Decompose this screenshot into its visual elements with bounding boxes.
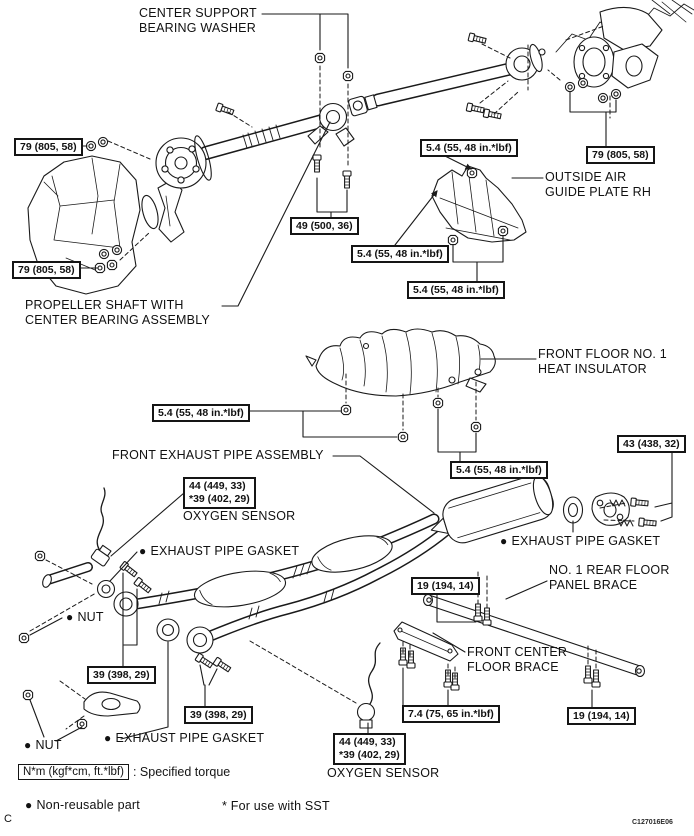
- label-front-exhaust-pipe: FRONT EXHAUST PIPE ASSEMBLY: [112, 448, 324, 462]
- label-nut-2: ●NUT: [24, 738, 62, 752]
- label-propeller-shaft: PROPELLER SHAFT WITH CENTER BEARING ASSE…: [25, 298, 210, 327]
- front-exhaust-pipe-assembly-drawing: [42, 475, 634, 717]
- torque-box-79-top-right: 79 (805, 58): [586, 146, 655, 164]
- label-oxygen-sensor-2: OXYGEN SENSOR: [327, 766, 440, 780]
- label-exhaust-pipe-gasket-right: ●EXHAUST PIPE GASKET: [500, 534, 661, 548]
- gasket-ring: [562, 496, 584, 524]
- non-reusable-bullet-icon: ●: [500, 534, 508, 548]
- non-reusable-bullet-icon: ●: [66, 610, 74, 624]
- torque-box-49: 49 (500, 36): [290, 217, 359, 235]
- oxygen-sensor-drawing: [90, 487, 381, 729]
- rear-differential-drawing: [555, 0, 694, 89]
- air-guide-plate-drawing: [431, 165, 527, 243]
- torque-box-43: 43 (438, 32): [617, 435, 686, 453]
- label-center-support-bearing-washer: CENTER SUPPORT BEARING WASHER: [139, 6, 257, 35]
- non-reusable-bullet-icon: ●: [139, 544, 147, 558]
- torque-box-54-plate-top: 5.4 (55, 48 in.*lbf): [420, 139, 518, 157]
- legend-non-reusable: ●Non-reusable part: [25, 798, 140, 812]
- torque-box-79-top-left: 79 (805, 58): [14, 138, 83, 156]
- label-oxygen-sensor-1: OXYGEN SENSOR: [183, 509, 296, 523]
- catalytic-converter: [193, 570, 287, 608]
- label-rear-floor-panel-brace: NO. 1 REAR FLOOR PANEL BRACE: [549, 563, 670, 592]
- torque-box-19-lower: 19 (194, 14): [567, 707, 636, 725]
- heat-insulator-drawing: [305, 328, 496, 397]
- spring: [609, 499, 626, 507]
- transmission-drawing: [27, 155, 185, 295]
- torque-box-54-insulator-right: 5.4 (55, 48 in.*lbf): [450, 461, 548, 479]
- label-heat-insulator: FRONT FLOOR NO. 1 HEAT INSULATOR: [538, 347, 667, 376]
- spring: [617, 519, 634, 527]
- dashed-assembly-lines: [29, 25, 635, 730]
- muffler: [430, 475, 554, 544]
- label-outside-air-guide-plate: OUTSIDE AIR GUIDE PLATE RH: [545, 170, 652, 199]
- torque-box-oxygen-sensor-1: 44 (449, 33) *39 (402, 29): [183, 477, 256, 509]
- torque-box-54-insulator-left: 5.4 (55, 48 in.*lbf): [152, 404, 250, 422]
- torque-box-oxygen-sensor-2: 44 (449, 33) *39 (402, 29): [333, 733, 406, 765]
- legend-torque: N*m (kgf*cm, ft.*lbf) : Specified torque: [18, 764, 230, 780]
- page-corner-letter: C: [4, 813, 12, 825]
- catalytic-converter: [311, 535, 393, 573]
- legend-sst-note: * For use with SST: [222, 799, 330, 813]
- label-front-center-floor-brace: FRONT CENTER FLOOR BRACE: [467, 645, 568, 674]
- torque-box-54-plate-bottom: 5.4 (55, 48 in.*lbf): [407, 281, 505, 299]
- label-nut-1: ●NUT: [66, 610, 104, 624]
- floor-braces-drawing: [393, 593, 646, 678]
- gasket-ring: [156, 618, 180, 642]
- torque-box-79-mid-left: 79 (805, 58): [12, 261, 81, 279]
- hanger-bracket: [83, 691, 141, 717]
- non-reusable-bullet-icon: ●: [25, 798, 33, 812]
- torque-box-39-left: 39 (398, 29): [87, 666, 156, 684]
- leader-lines: [29, 13, 673, 742]
- label-exhaust-pipe-gasket-left: ●EXHAUST PIPE GASKET: [139, 544, 300, 558]
- non-reusable-bullet-icon: ●: [24, 738, 32, 752]
- torque-unit-desc: : Specified torque: [132, 765, 231, 779]
- universal-joint: [348, 94, 378, 117]
- figure-code: C127016E06: [632, 819, 673, 826]
- propeller-shaft-drawing: [155, 43, 546, 189]
- torque-box-54-plate-left: 5.4 (55, 48 in.*lbf): [351, 245, 449, 263]
- torque-box-74: 7.4 (75, 65 in.*lbf): [402, 705, 500, 723]
- non-reusable-bullet-icon: ●: [104, 731, 112, 745]
- torque-unit-box: N*m (kgf*cm, ft.*lbf): [18, 764, 129, 780]
- label-exhaust-pipe-gasket-bottom: ●EXHAUST PIPE GASKET: [104, 731, 265, 745]
- torque-box-19-upper: 19 (194, 14): [411, 577, 480, 595]
- torque-box-39-center: 39 (398, 29): [184, 706, 253, 724]
